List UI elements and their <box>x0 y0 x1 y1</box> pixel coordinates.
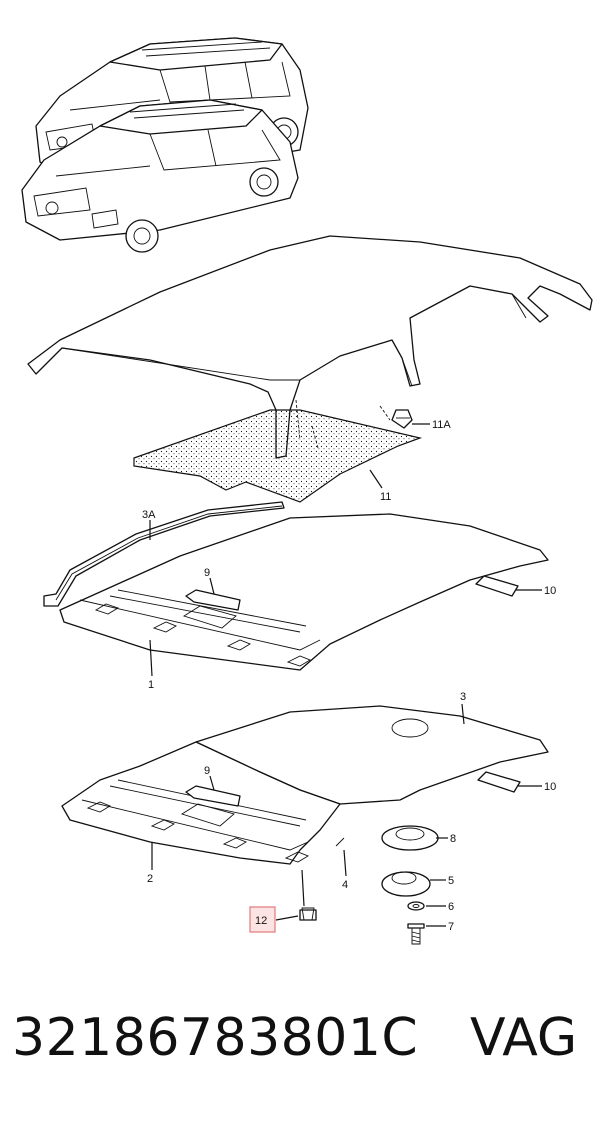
callout-12: 12 <box>255 915 267 927</box>
headliner-1 <box>59 513 549 671</box>
part-10a <box>475 575 519 597</box>
callout-8: 8 <box>450 833 456 845</box>
callout-10a: 10 <box>544 585 556 597</box>
highlight-box-12 <box>249 906 276 933</box>
brand-label: VAG <box>470 1008 578 1068</box>
callout-9b: 9 <box>204 765 210 777</box>
callout-7: 7 <box>448 921 454 933</box>
callout-4: 4 <box>342 879 348 891</box>
handle-9a <box>185 589 241 611</box>
car-illustration <box>21 37 309 253</box>
callout-9a: 9 <box>204 567 210 579</box>
callout-labels: 11A 11 3A 9 10 1 3 9 10 8 2 4 5 12 6 7 <box>142 419 556 933</box>
clip-11a <box>391 409 413 429</box>
callout-5: 5 <box>448 875 454 887</box>
screw-7 <box>407 923 425 945</box>
callout-11: 11 <box>380 491 391 503</box>
headliner-2 <box>61 741 341 865</box>
part-number: 32186783801C <box>12 1008 419 1068</box>
clip-12 <box>299 907 317 921</box>
trim-strip-4 <box>335 837 345 847</box>
roof-panel <box>27 235 593 459</box>
washer-6 <box>407 901 425 911</box>
footer: 32186783801C VAG <box>0 1008 600 1088</box>
callout-1: 1 <box>148 679 154 691</box>
holder-5 <box>381 871 431 897</box>
callout-3a: 3A <box>142 509 156 521</box>
callout-3: 3 <box>460 691 466 703</box>
callout-11a: 11A <box>432 419 451 431</box>
parts-diagram: 11A 11 3A 9 10 1 3 9 10 8 2 4 5 12 6 7 <box>21 37 593 945</box>
cover-8 <box>381 825 439 851</box>
sedan-car <box>21 99 299 253</box>
handle-9b <box>185 785 241 807</box>
seal-strip-3a <box>43 501 285 607</box>
part-10b <box>477 771 521 793</box>
insulation-mat <box>133 399 423 503</box>
leader-lines <box>149 423 542 927</box>
callout-10b: 10 <box>544 781 556 793</box>
callout-2: 2 <box>147 873 153 885</box>
callout-6: 6 <box>448 901 454 913</box>
